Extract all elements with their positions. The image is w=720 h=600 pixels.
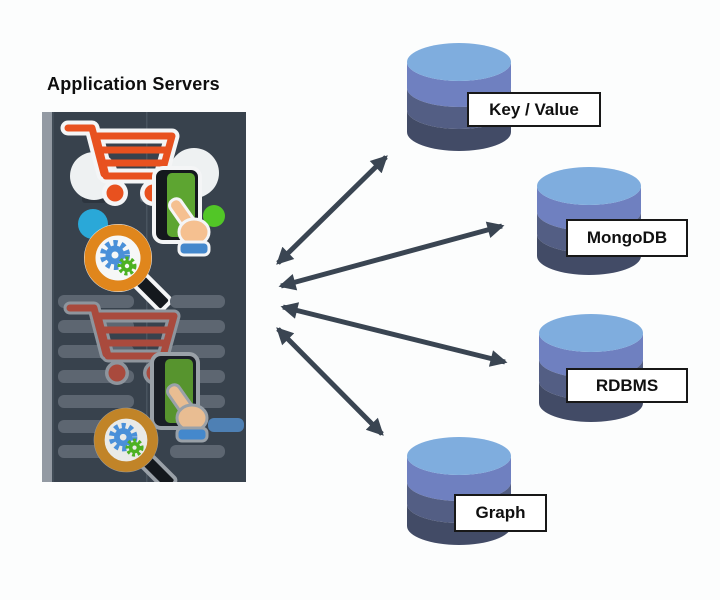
db-label-graph: Graph bbox=[454, 494, 547, 532]
gear-blue-icon bbox=[100, 240, 130, 270]
arrow-to-graph bbox=[276, 327, 384, 436]
arrow-to-mongodb bbox=[278, 221, 505, 291]
search-gears-icon bbox=[84, 224, 173, 313]
panel-left-stripe bbox=[42, 112, 52, 482]
db-label-key-value: Key / Value bbox=[467, 92, 601, 127]
skeleton-bar-blue bbox=[208, 418, 244, 432]
application-servers-panel bbox=[42, 112, 246, 482]
gear-green-icon bbox=[117, 256, 137, 276]
card-payment-icon bbox=[152, 166, 225, 257]
search-gears-muted-icon bbox=[93, 407, 178, 482]
db-label-mongodb: MongoDB bbox=[566, 219, 688, 257]
arrow-to-rdbms bbox=[280, 302, 508, 367]
gear-green-icon bbox=[125, 438, 144, 457]
card-payment-muted-icon bbox=[150, 352, 209, 443]
arrow-to-key-value bbox=[276, 155, 388, 265]
diagram-title: Application Servers bbox=[47, 74, 220, 94]
db-label-rdbms: RDBMS bbox=[566, 368, 688, 403]
